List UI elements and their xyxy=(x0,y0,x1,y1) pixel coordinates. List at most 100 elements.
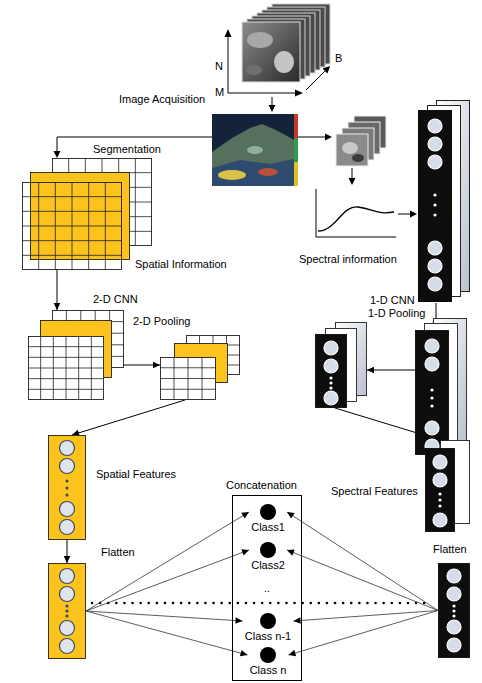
neuron xyxy=(60,441,75,456)
flow-arrow xyxy=(298,137,326,138)
flow-arrow xyxy=(352,168,353,179)
neuron xyxy=(60,520,75,535)
annotation-label: Image Acquisition xyxy=(118,93,206,106)
grid-line xyxy=(160,389,216,390)
node-label: Concatenation xyxy=(225,479,298,492)
arrow-head xyxy=(269,105,276,112)
node-label: 2-D CNN xyxy=(92,293,139,306)
dot xyxy=(65,486,68,489)
grid-line xyxy=(202,357,203,400)
layer xyxy=(426,449,455,532)
arrow-head xyxy=(325,134,332,141)
connector xyxy=(287,512,438,611)
arrow-head xyxy=(349,178,356,185)
connector xyxy=(64,540,71,563)
node-shape xyxy=(438,563,470,658)
connector xyxy=(86,512,249,611)
segmentation-grid: SegmentationSpatial Information xyxy=(22,158,152,270)
neuron xyxy=(324,359,338,373)
photo-terrain xyxy=(212,158,298,186)
neuron xyxy=(324,341,338,355)
node-shape xyxy=(160,335,242,400)
class-node: Class n xyxy=(248,647,289,677)
connector-line xyxy=(287,512,438,611)
band-texture xyxy=(352,154,364,162)
layer xyxy=(49,436,86,540)
connector xyxy=(72,400,185,436)
arrow-head xyxy=(323,66,331,74)
connector xyxy=(86,611,248,656)
node-shape xyxy=(315,322,367,408)
node-label: Spatial Information xyxy=(134,258,228,271)
dot xyxy=(433,193,436,196)
color-bar xyxy=(294,114,298,138)
connector-line xyxy=(86,611,243,621)
arrow-head xyxy=(295,90,303,97)
band-texture xyxy=(342,142,358,154)
neuron xyxy=(428,155,442,169)
spectral-curve-plot: Spectral information xyxy=(308,185,398,241)
dot xyxy=(452,604,455,607)
node-label: 1-D Pooling xyxy=(367,307,426,320)
neuron xyxy=(428,241,442,255)
neuron xyxy=(428,137,442,151)
node-shape xyxy=(22,158,152,270)
node-label: Spectral Features xyxy=(330,485,419,498)
grid-line xyxy=(78,336,79,400)
neuron xyxy=(425,421,439,435)
dot xyxy=(452,609,455,612)
node-shape xyxy=(48,563,86,659)
dot xyxy=(438,498,441,501)
neuron xyxy=(447,587,461,601)
neuron xyxy=(447,638,461,652)
neuron xyxy=(60,587,75,602)
grid-line xyxy=(160,378,216,379)
grid-line xyxy=(22,255,122,256)
connector-line xyxy=(72,400,185,435)
color-bar xyxy=(294,162,298,186)
class-neuron xyxy=(260,542,276,558)
node-shape xyxy=(415,318,467,455)
pooling1d-layer: 1-D Pooling xyxy=(315,322,367,408)
photo-ground xyxy=(212,114,298,186)
connector-line xyxy=(294,611,439,622)
connector-line xyxy=(289,611,439,656)
cube-texture xyxy=(247,32,273,48)
dot xyxy=(433,203,436,206)
grid-line xyxy=(28,389,104,390)
node-label: Spectral information xyxy=(298,253,398,266)
class-neuron xyxy=(260,613,276,629)
arrow-head xyxy=(241,512,249,518)
layer xyxy=(31,173,130,260)
grid-line xyxy=(22,226,122,227)
neuron xyxy=(425,357,439,371)
node-label: 1-D CNN xyxy=(369,294,416,307)
node-label: Class n-1 xyxy=(243,630,294,643)
dot xyxy=(430,396,433,399)
spectral-feature-vector: Spectral Features xyxy=(425,440,470,532)
node-label: Segmentation xyxy=(92,143,162,156)
dot xyxy=(438,492,441,495)
layer xyxy=(49,564,86,659)
dot xyxy=(65,479,68,482)
dot xyxy=(65,493,68,496)
node-shape xyxy=(28,310,124,400)
annotation-label: N xyxy=(214,60,224,73)
dot xyxy=(430,388,433,391)
grid-line xyxy=(135,158,136,246)
dot xyxy=(433,213,436,216)
node-label: Class n xyxy=(248,664,289,677)
connector xyxy=(287,550,438,611)
connector xyxy=(54,270,61,310)
class-neuron xyxy=(260,504,276,520)
dot xyxy=(329,386,332,389)
neuron xyxy=(60,459,75,474)
arrow-head xyxy=(289,650,297,656)
arrow-head xyxy=(235,617,242,624)
arrow-head xyxy=(153,362,160,369)
photo-patch xyxy=(247,146,263,154)
arrow-head xyxy=(287,550,295,556)
arrow-head xyxy=(287,512,295,519)
grid-line xyxy=(28,368,104,369)
dot xyxy=(430,404,433,407)
